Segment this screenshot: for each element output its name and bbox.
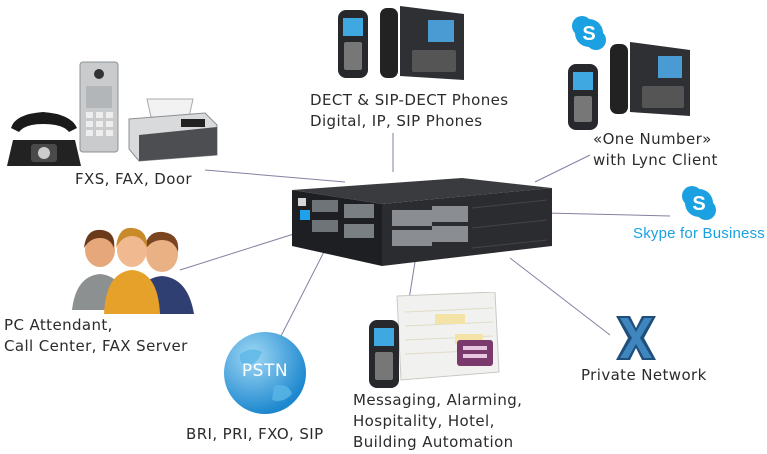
skype-icon: S	[682, 186, 716, 220]
connector-skype	[544, 212, 671, 217]
connector-pc	[179, 231, 301, 271]
dect-handset-icon	[568, 64, 598, 130]
call-center-agents-icon	[72, 227, 194, 314]
pc-attendant-label-line1: PC Attendant,	[4, 316, 113, 334]
network-cross-icon	[616, 316, 656, 360]
pstn-badge-text: PSTN	[241, 361, 289, 381]
connector-pstn	[279, 239, 331, 339]
bri-label: BRI, PRI, FXO, SIP	[186, 425, 324, 443]
messaging-label-line3: Building Automation	[353, 433, 514, 451]
one-number-label-line2: with Lync Client	[593, 151, 718, 169]
desk-phone-icon	[610, 42, 690, 116]
door-intercom-icon	[79, 61, 119, 153]
connector-private	[509, 257, 611, 336]
skype-for-business-label: Skype for Business	[633, 225, 765, 242]
private-network-label: Private Network	[581, 366, 707, 384]
svg-text:S: S	[692, 193, 705, 215]
pc-attendant-label-line2: Call Center, FAX Server	[4, 337, 188, 355]
connector-lync	[534, 154, 591, 183]
dect-label-line2: Digital, IP, SIP Phones	[310, 112, 483, 130]
messaging-label-line2: Hospitality, Hotel,	[353, 412, 495, 430]
phone-icon	[7, 112, 81, 166]
messaging-screen-icon	[396, 292, 500, 381]
messaging-label-line1: Messaging, Alarming,	[353, 391, 523, 409]
pbx-server-icon	[292, 178, 552, 266]
one-number-label-line1: «One Number»	[593, 130, 712, 148]
connector-fxs	[204, 169, 346, 183]
desk-phone-icon	[380, 6, 464, 80]
fax-machine-icon	[128, 98, 218, 162]
dect-handset-icon	[369, 320, 399, 388]
dect-label-line1: DECT & SIP-DECT Phones	[310, 91, 509, 109]
globe-icon	[224, 332, 306, 414]
svg-text:S: S	[582, 23, 595, 45]
dect-handset-icon	[338, 10, 368, 78]
skype-icon: S	[572, 16, 606, 50]
fxs-label: FXS, FAX, Door	[75, 170, 192, 188]
